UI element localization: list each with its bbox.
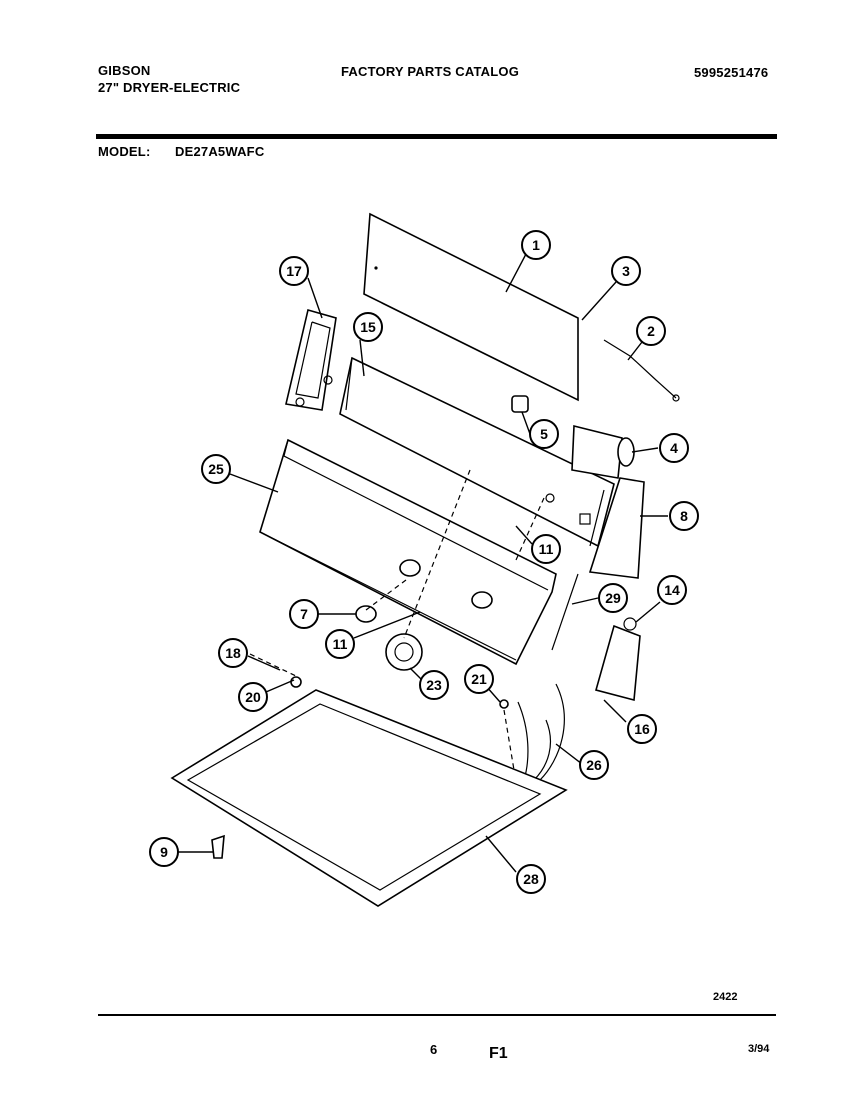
- wire-part: [539, 683, 565, 781]
- callout-26: 26: [579, 750, 609, 780]
- product-description: 27" DRYER-ELECTRIC: [98, 80, 241, 95]
- svg-text:17: 17: [286, 263, 302, 279]
- svg-text:8: 8: [680, 508, 688, 524]
- callout-28: 28: [516, 864, 546, 894]
- callout-16: 16: [627, 714, 657, 744]
- svg-text:18: 18: [225, 645, 241, 661]
- svg-text:16: 16: [634, 721, 650, 737]
- svg-text:11: 11: [333, 636, 348, 652]
- knob-clip-part: [511, 395, 529, 413]
- callout-4: 4: [659, 433, 689, 463]
- callout-25: 25: [201, 454, 231, 484]
- callout-8: 8: [669, 501, 699, 531]
- grommet-part: [290, 676, 302, 688]
- switch-part: [595, 624, 641, 702]
- callout-29: 29: [598, 583, 628, 613]
- svg-text:15: 15: [360, 319, 376, 335]
- svg-text:29: 29: [605, 590, 621, 606]
- callout-9: 9: [149, 837, 179, 867]
- callout-18: 18: [218, 638, 248, 668]
- rod-part: [551, 573, 579, 651]
- svg-text:21: 21: [471, 671, 487, 687]
- callout-21: 21: [464, 664, 494, 694]
- brand-name: GIBSON: [98, 63, 151, 78]
- callout-20: 20: [238, 682, 268, 712]
- svg-text:4: 4: [670, 440, 678, 456]
- callout-23: 23: [419, 670, 449, 700]
- svg-text:14: 14: [664, 582, 680, 598]
- svg-text:23: 23: [426, 677, 442, 693]
- svg-text:20: 20: [245, 689, 261, 705]
- callout-15: 15: [353, 312, 383, 342]
- knob-part: [355, 605, 377, 623]
- rear-panel-part: [363, 212, 579, 402]
- hinge-part: [211, 834, 225, 859]
- svg-text:9: 9: [160, 844, 168, 860]
- right-endcap-part: [588, 477, 645, 579]
- model-number: DE27A5WAFC: [175, 144, 265, 159]
- revision-date: 3/94: [748, 1043, 770, 1055]
- figure-label: F1: [489, 1045, 508, 1062]
- callout-11-upper: 11: [531, 534, 561, 564]
- callout-1: 1: [521, 230, 551, 260]
- svg-text:26: 26: [586, 757, 602, 773]
- drawing-number: 2422: [713, 991, 738, 1003]
- header-rule: [96, 134, 777, 139]
- callout-3: 3: [611, 256, 641, 286]
- svg-text:25: 25: [208, 461, 224, 477]
- footer-rule: [98, 1014, 776, 1016]
- callout-11-lower: 11: [325, 629, 355, 659]
- callout-14: 14: [657, 575, 687, 605]
- model-label: MODEL:: [98, 144, 151, 159]
- timer-part: [571, 424, 623, 479]
- svg-text:7: 7: [300, 606, 308, 622]
- start-knob-part: [385, 633, 423, 671]
- svg-text:3: 3: [622, 263, 630, 279]
- svg-text:28: 28: [523, 871, 539, 887]
- catalog-title: FACTORY PARTS CATALOG: [341, 64, 520, 79]
- page-number: 6: [430, 1042, 438, 1057]
- catalog-number: 5995251476: [694, 65, 769, 80]
- svg-text:11: 11: [539, 541, 554, 557]
- callout-17: 17: [279, 256, 309, 286]
- svg-text:2: 2: [647, 323, 655, 339]
- screw-part: [499, 699, 509, 709]
- dryer-top-part: [170, 689, 568, 907]
- callout-5: 5: [529, 419, 559, 449]
- callout-2: 2: [636, 316, 666, 346]
- svg-text:1: 1: [532, 237, 540, 253]
- wire-harness-part: [603, 339, 677, 399]
- callout-7: 7: [289, 599, 319, 629]
- svg-text:5: 5: [540, 426, 548, 442]
